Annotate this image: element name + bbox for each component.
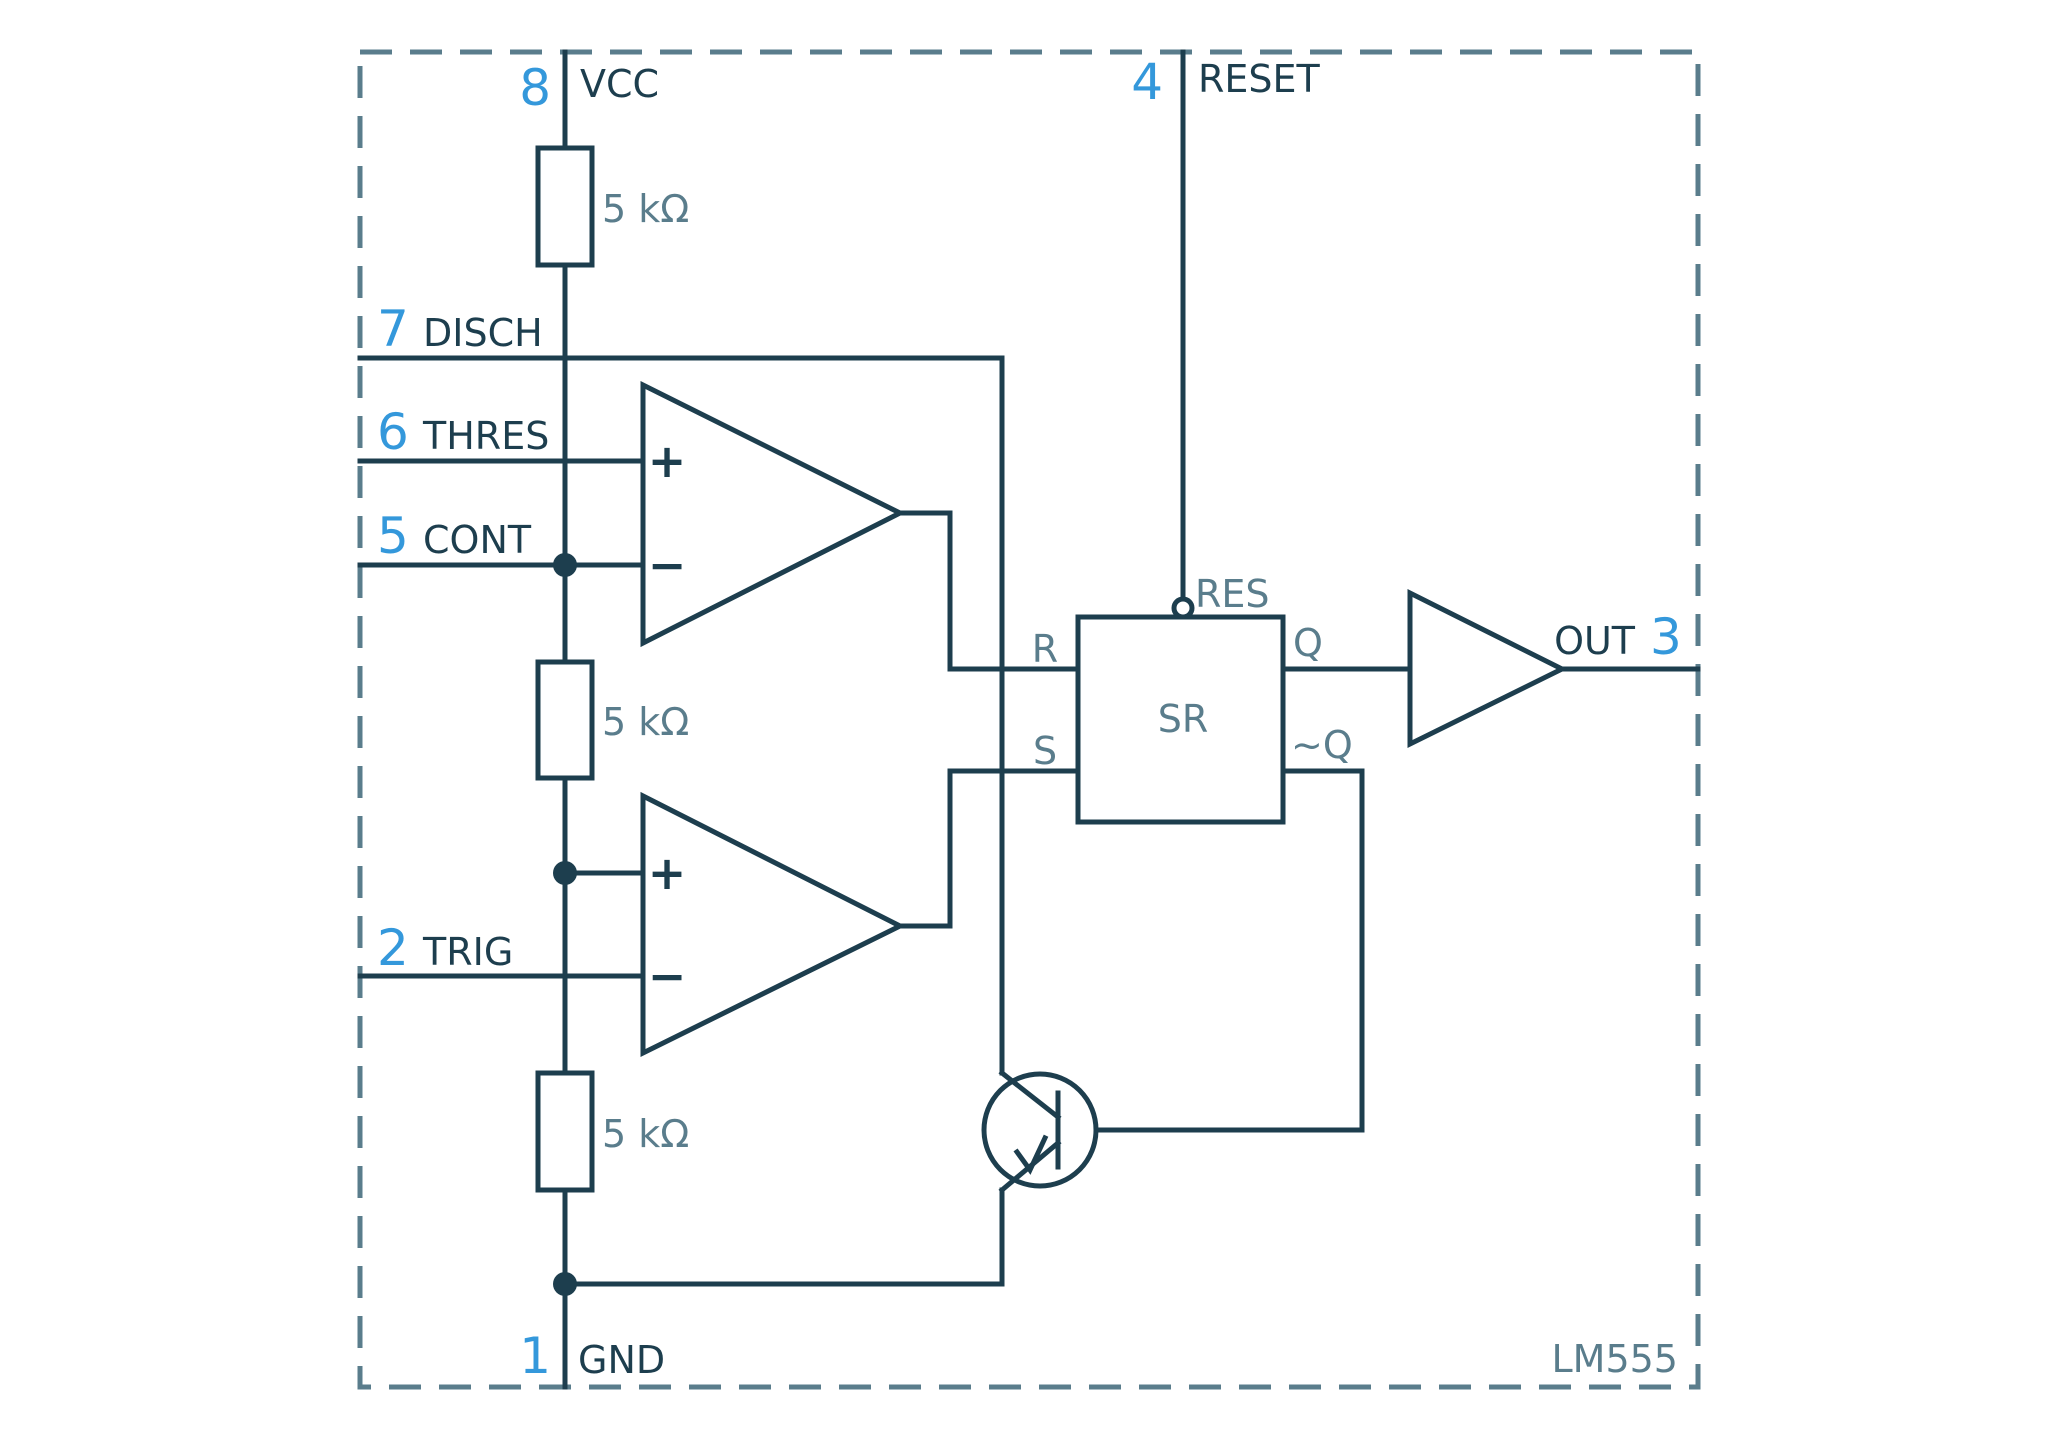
pin-trig-name: TRIG bbox=[422, 930, 513, 974]
pin-thres: 6 THRES bbox=[377, 403, 549, 461]
disch-wire bbox=[357, 355, 1005, 1076]
discharge-transistor bbox=[981, 1069, 1099, 1194]
qbar-wire bbox=[1092, 768, 1365, 1133]
reset-inversion-bubble bbox=[1171, 596, 1195, 620]
pin-disch: 7 DISCH bbox=[377, 300, 543, 358]
resistor-bottom-value: 5 kΩ bbox=[602, 1112, 689, 1156]
resistor-bottom: 5 kΩ bbox=[535, 1070, 689, 1193]
gnd-junction-dot bbox=[553, 1272, 577, 1296]
flipflop-s-label: S bbox=[1033, 729, 1057, 773]
pin-reset-name: RESET bbox=[1198, 57, 1321, 101]
emitter-gnd-wire bbox=[562, 1187, 1005, 1287]
chip-outline bbox=[357, 49, 1701, 1390]
pin-vcc-number: 8 bbox=[519, 59, 551, 117]
upper-comp-output-wire bbox=[897, 510, 1081, 672]
transistor-emitter-arrow bbox=[1013, 1134, 1049, 1175]
pin-cont-name: CONT bbox=[423, 518, 532, 562]
pin-gnd: 1 GND bbox=[519, 1327, 665, 1385]
pin-disch-number: 7 bbox=[377, 300, 409, 358]
pin-cont: 5 CONT bbox=[377, 507, 532, 565]
pin-vcc-name: VCC bbox=[580, 62, 659, 106]
pin-trig: 2 TRIG bbox=[377, 919, 513, 977]
pin-cont-number: 5 bbox=[377, 507, 409, 565]
lower-comparator-minus: − bbox=[648, 949, 687, 1003]
pin-out-name: OUT bbox=[1554, 619, 1636, 663]
pin-disch-name: DISCH bbox=[423, 311, 543, 355]
lower-divider-junction-dot bbox=[553, 861, 577, 885]
flipflop-r-label: R bbox=[1032, 627, 1058, 671]
pin-out: OUT 3 bbox=[1554, 608, 1682, 666]
resistor-top: 5 kΩ bbox=[535, 145, 689, 268]
resistor-top-value: 5 kΩ bbox=[602, 187, 689, 231]
upper-comparator: + − bbox=[640, 380, 906, 648]
wires bbox=[357, 49, 1701, 1390]
chip-name: LM555 bbox=[1552, 1337, 1679, 1381]
resistor-middle: 5 kΩ bbox=[535, 659, 689, 781]
cont-junction-dot bbox=[553, 553, 577, 577]
flipflop-label: SR bbox=[1158, 697, 1209, 741]
pin-reset: 4 RESET bbox=[1131, 53, 1320, 111]
lower-comparator-plus: + bbox=[648, 846, 687, 900]
resistor-middle-value: 5 kΩ bbox=[602, 700, 689, 744]
pin-thres-name: THRES bbox=[422, 414, 549, 458]
lower-comp-output-wire bbox=[897, 768, 1081, 929]
flipflop-qbar-label: ~Q bbox=[1291, 723, 1353, 767]
lower-comparator: + − bbox=[640, 791, 906, 1058]
pin-out-number: 3 bbox=[1650, 608, 1682, 666]
pin-vcc: 8 VCC bbox=[519, 59, 659, 117]
output-buffer bbox=[1407, 588, 1568, 749]
pin-trig-number: 2 bbox=[377, 919, 409, 977]
pin-gnd-name: GND bbox=[578, 1338, 665, 1382]
pin-reset-number: 4 bbox=[1131, 53, 1163, 111]
pin-gnd-number: 1 bbox=[519, 1327, 551, 1385]
upper-comparator-minus: − bbox=[648, 538, 687, 592]
pin-thres-number: 6 bbox=[377, 403, 409, 461]
transistor-collector bbox=[998, 1069, 1062, 1121]
flipflop-res-label: RES bbox=[1195, 572, 1270, 616]
flipflop-q-label: Q bbox=[1293, 621, 1323, 665]
upper-comparator-plus: + bbox=[648, 434, 687, 488]
sr-flipflop: SR RES R S Q ~Q bbox=[1032, 572, 1353, 825]
